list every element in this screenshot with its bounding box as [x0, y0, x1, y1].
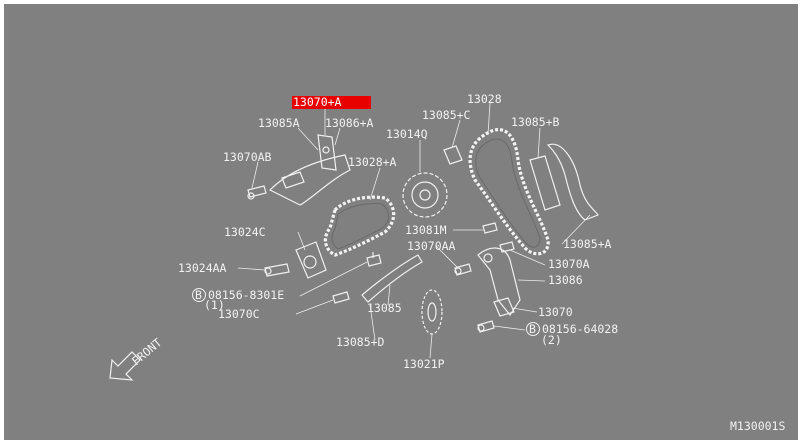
- camshaft-sprocket-drawing[interactable]: [402, 172, 448, 218]
- bolt-13070C-drawing[interactable]: [332, 291, 350, 304]
- part-13070A-lower-drawing[interactable]: [499, 241, 515, 253]
- bolt-mark-circle-1: [192, 288, 206, 302]
- bolt-08156-8301E-drawing[interactable]: [366, 252, 382, 267]
- selected-part-highlight: [292, 96, 371, 109]
- label-13085A-right[interactable]: 13085+A: [563, 237, 612, 251]
- label-13070C[interactable]: 13070C: [218, 307, 260, 321]
- label-13070A-lower[interactable]: 13070A: [548, 257, 590, 271]
- secondary-chain-drawing[interactable]: [323, 195, 396, 257]
- label-13028[interactable]: 13028: [467, 92, 502, 106]
- label-13085D[interactable]: 13085+D: [336, 335, 385, 349]
- guide-13085-drawing[interactable]: [361, 254, 423, 303]
- leader-lines: [237, 102, 591, 359]
- bolt-08156-64028-drawing[interactable]: [477, 320, 495, 333]
- crank-sprocket-drawing[interactable]: [421, 289, 443, 335]
- label-13024AA[interactable]: 13024AA: [178, 261, 227, 275]
- bolt-13024AA-drawing[interactable]: [264, 263, 290, 277]
- bolt-13070AB-drawing[interactable]: [247, 185, 267, 200]
- bolt-mark-circle-2: [526, 322, 540, 336]
- label-13024C[interactable]: 13024C: [224, 225, 266, 239]
- label-13070[interactable]: 13070: [538, 305, 573, 319]
- label-13021P[interactable]: 13021P: [403, 357, 445, 371]
- bolt-13070AA-drawing[interactable]: [454, 263, 472, 276]
- qty-label-1: (1): [204, 298, 225, 312]
- label-08156-8301E[interactable]: 08156-8301E: [208, 288, 284, 302]
- label-13085B[interactable]: 13085+B: [511, 115, 560, 129]
- label-13085C[interactable]: 13085+C: [422, 108, 471, 122]
- bolt-mark-2: B: [529, 322, 536, 336]
- label-08156-64028[interactable]: 08156-64028: [542, 322, 618, 336]
- label-13086A[interactable]: 13086+A: [325, 116, 374, 130]
- label-13070AA[interactable]: 13070AA: [407, 239, 456, 253]
- upper-chain-guide-drawing[interactable]: [268, 134, 351, 206]
- bolt-mark-1: B: [195, 288, 202, 302]
- front-arrow-icon: [109, 351, 141, 381]
- label-13085A[interactable]: 13085A: [258, 116, 300, 130]
- tensioner-13070-drawing[interactable]: [493, 297, 515, 317]
- label-13070A[interactable]: 13070+A: [293, 95, 342, 109]
- part-13081M-drawing[interactable]: [482, 222, 498, 234]
- label-13070AB[interactable]: 13070AB: [223, 150, 272, 164]
- label-13014Q[interactable]: 13014Q: [386, 127, 428, 141]
- label-13081M[interactable]: 13081M: [405, 223, 447, 237]
- guide-13085A-right-drawing[interactable]: [546, 143, 599, 221]
- qty-label-2: (2): [541, 333, 562, 347]
- diagram-panel: [4, 4, 798, 440]
- front-label: FRONT: [129, 335, 165, 368]
- label-13085[interactable]: 13085: [367, 301, 402, 315]
- label-13028A[interactable]: 13028+A: [348, 155, 397, 169]
- diagram-code: M130001S: [730, 419, 785, 433]
- cover-13024C-drawing[interactable]: [295, 241, 327, 279]
- timing-chain-drawing[interactable]: [468, 128, 550, 256]
- label-13086[interactable]: 13086: [548, 273, 583, 287]
- guide-13085C-drawing[interactable]: [443, 145, 463, 165]
- guide-13085B-drawing[interactable]: [529, 155, 561, 211]
- tensioner-arm-13086-drawing[interactable]: [477, 247, 521, 317]
